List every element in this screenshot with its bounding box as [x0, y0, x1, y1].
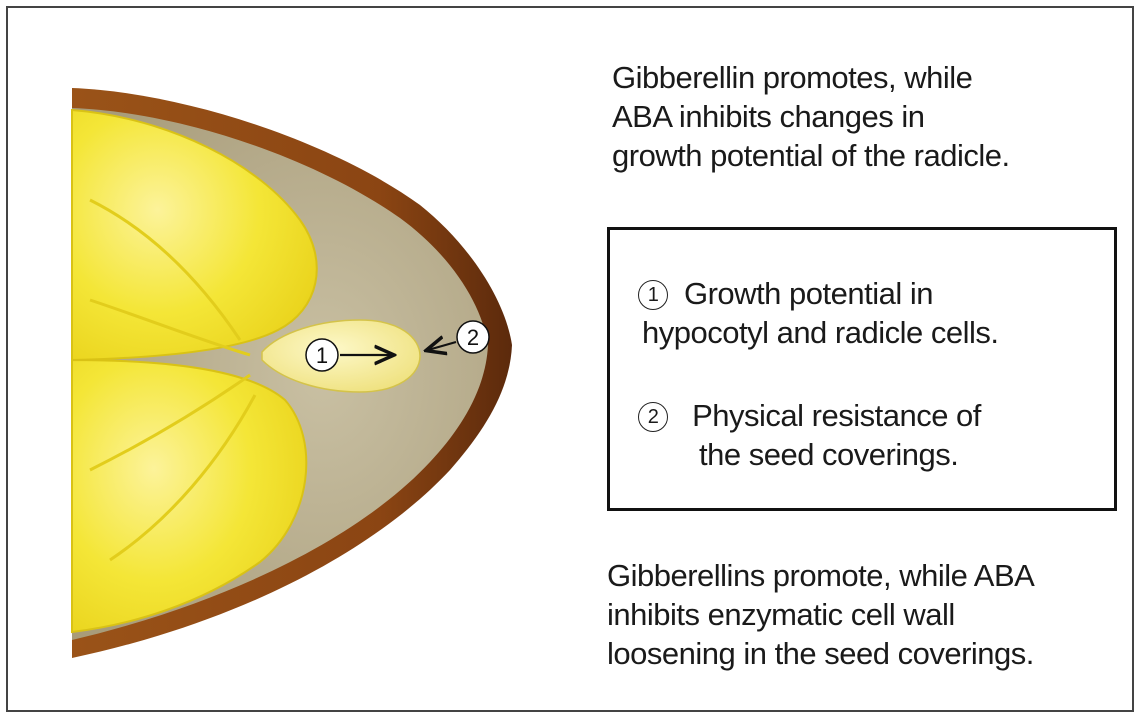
caption-gibberellin-growth: Gibberellin promotes, while ABA inhibits… — [612, 58, 1112, 175]
legend-box: 1 Growth potential in hypocotyl and radic… — [607, 227, 1117, 511]
legend-item-1: 1 Growth potential in hypocotyl and radic… — [634, 274, 1094, 352]
caption-gibberellin-cell-wall: Gibberellins promote, while ABA inhibits… — [607, 556, 1127, 673]
marker-1-label: 1 — [316, 343, 328, 368]
legend-item-2: 2 Physical resistance of the seed coveri… — [634, 396, 1094, 474]
marker-2-label: 2 — [467, 325, 479, 350]
legend-item-1-line1: Growth potential in — [684, 276, 933, 311]
legend-item-1-line2: hypocotyl and radicle cells. — [642, 313, 1094, 352]
legend-item-2-line2: the seed coverings. — [699, 435, 1094, 474]
legend-number-2: 2 — [638, 402, 668, 432]
legend-number-1: 1 — [638, 280, 668, 310]
legend-item-2-line1: Physical resistance of — [684, 398, 981, 433]
